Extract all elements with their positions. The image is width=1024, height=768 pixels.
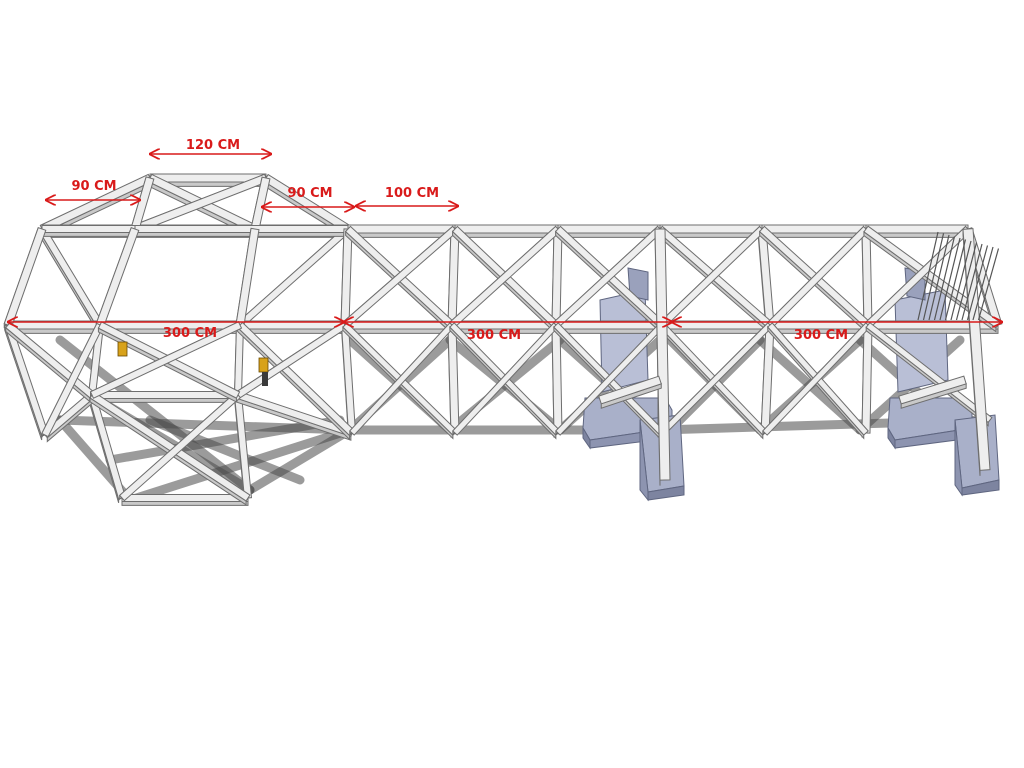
dome-lower-member-side [91,398,239,403]
footing-strut [598,375,662,405]
bracket-fitting [258,357,269,373]
bottom-chord-side [555,328,663,334]
grating-slat [961,243,983,321]
dimension-annotations: 120 CM 90 CM 90 CM 100 CM 300 CM 300 CM … [8,138,1002,343]
top-chord [659,224,763,234]
truss-beams [3,173,1003,506]
vertical-post [3,227,47,327]
vertical-post [447,228,460,326]
grating-slat [944,239,967,321]
dome-lower-member [89,391,251,502]
support-leg [551,324,563,434]
grating-slat [972,246,994,321]
top-chord [347,224,456,234]
vertical-post [95,226,140,328]
grating-slat [955,242,978,321]
end-panel-grating [917,231,1000,321]
member-shadow [245,425,355,495]
dome-brace [38,226,104,328]
top-chord-side [454,232,559,238]
dome-brace [134,225,349,233]
grating-slat [966,245,989,321]
grating-slat [928,234,950,321]
grating-slat [977,248,1000,321]
footing-2 [887,267,1000,497]
dim-label-left-90: 90 CM [71,179,116,194]
member-shadow [145,415,305,485]
bracket-fittings [117,341,269,386]
grating-slat [917,231,939,321]
dim-label-120: 120 CM [186,138,240,153]
dome-lower-member [121,494,249,502]
member-shadow [125,425,355,505]
top-chord [557,224,661,234]
footing-strut [898,375,967,405]
support-leg [861,324,873,434]
dome-lower-member-side [121,501,249,506]
bracket-fitting [117,341,128,357]
vertical-post [861,228,873,326]
top-chord-side [347,232,456,238]
grating-slat [933,236,956,321]
grating-slat [939,237,961,321]
dome-lower-member [91,391,239,399]
dim-label-100: 100 CM [385,186,439,201]
dome-member [263,173,351,234]
top-chord [761,224,867,234]
grating-slat [950,240,972,321]
top-chord-side [659,232,763,238]
top-chord [454,224,559,234]
dim-label-right-90: 90 CM [287,186,332,201]
dim-label-span-2: 300 CM [467,328,521,343]
top-chord-side [761,232,867,238]
dim-label-span-3: 300 CM [794,328,848,343]
vertical-post [340,228,353,326]
member-shadow [105,415,345,465]
dim-label-span-1: 300 CM [163,326,217,341]
top-chord [865,224,969,234]
top-chord-side [557,232,661,238]
vertical-post [551,228,563,326]
dome-brace-side [134,232,349,237]
main-post [654,228,671,481]
grating-slat [922,233,945,321]
bottom-chord-side [661,328,771,334]
bracket-fitting [262,372,268,386]
bottom-chord-side [344,328,453,334]
